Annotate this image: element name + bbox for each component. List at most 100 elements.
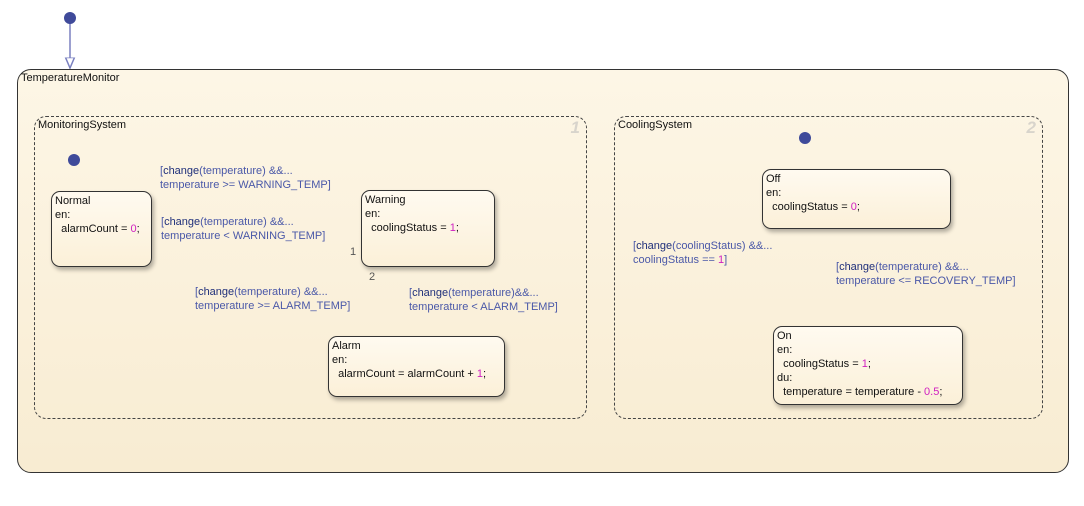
priority-warning-to-normal: 1 bbox=[350, 246, 357, 258]
label-off-to-on[interactable]: [change(coolingStatus) &&...coolingStatu… bbox=[633, 239, 772, 267]
number-literal: 0 bbox=[130, 223, 137, 235]
code-text: du: bbox=[777, 372, 793, 384]
code-line: coolingStatus = 0; bbox=[766, 200, 947, 214]
state-name: Off bbox=[766, 173, 781, 185]
code-text: ; bbox=[856, 201, 860, 213]
keyword: change bbox=[164, 216, 201, 228]
code-line: du: bbox=[777, 371, 959, 385]
keyword: change bbox=[412, 287, 449, 299]
code-text: alarmCount = alarmCount + bbox=[332, 368, 477, 380]
code-line: [change(temperature) &&... bbox=[195, 285, 350, 299]
number-literal: 1 bbox=[718, 254, 725, 266]
subchart-monitoring-system[interactable]: MonitoringSystem 1 bbox=[34, 116, 587, 419]
code-text: [ bbox=[836, 261, 840, 273]
code-text: en: bbox=[332, 354, 348, 366]
code-line: temperature >= ALARM_TEMP] bbox=[195, 299, 350, 313]
keyword: change bbox=[198, 286, 235, 298]
subchart-title: CoolingSystem bbox=[618, 119, 692, 131]
chart-title: TemperatureMonitor bbox=[21, 72, 120, 84]
code-text: temperature >= WARNING_TEMP] bbox=[160, 179, 331, 191]
state-off[interactable]: Off en: coolingStatus = 0; bbox=[762, 169, 951, 229]
priority-warning-to-alarm: 2 bbox=[369, 271, 376, 283]
code-text: temperature = temperature - bbox=[777, 386, 925, 398]
code-line: coolingStatus = 1; bbox=[777, 357, 959, 371]
label-warning-to-normal[interactable]: [change(temperature) &&...temperature < … bbox=[161, 215, 325, 243]
code-line: [change(temperature) &&... bbox=[836, 260, 1016, 274]
code-text: [ bbox=[409, 287, 413, 299]
number-literal: 0 bbox=[850, 201, 857, 213]
code-text: (temperature) &&... bbox=[199, 165, 293, 177]
code-text: ; bbox=[939, 386, 943, 398]
number-literal: 1 bbox=[476, 368, 484, 380]
code-text: ; bbox=[867, 358, 871, 370]
state-name: Normal bbox=[55, 195, 91, 207]
code-text: [ bbox=[161, 216, 165, 228]
code-text: (temperature)&&... bbox=[448, 287, 539, 299]
code-line: alarmCount = alarmCount + 1; bbox=[332, 367, 501, 381]
code-text: en: bbox=[55, 209, 71, 221]
code-text: (coolingStatus) &&... bbox=[672, 240, 773, 252]
state-name: Alarm bbox=[332, 340, 361, 352]
code-line: en: bbox=[766, 186, 947, 200]
default-transition-dot[interactable] bbox=[68, 154, 80, 166]
code-text: coolingStatus = bbox=[365, 222, 450, 234]
code-text: en: bbox=[365, 208, 381, 220]
code-text: ; bbox=[483, 368, 487, 380]
state-name: Warning bbox=[365, 194, 406, 206]
label-normal-to-warning[interactable]: [change(temperature) &&...temperature >=… bbox=[160, 164, 331, 192]
number-literal: 1 bbox=[861, 358, 868, 370]
code-text: temperature >= ALARM_TEMP] bbox=[195, 300, 351, 312]
code-line: [change(temperature) &&... bbox=[161, 215, 325, 229]
state-warning[interactable]: Warning en: coolingStatus = 1; bbox=[361, 190, 495, 267]
code-line: [change(coolingStatus) &&... bbox=[633, 239, 772, 253]
code-line: en: bbox=[777, 343, 959, 357]
state-name: On bbox=[777, 330, 792, 342]
code-text: [ bbox=[195, 286, 199, 298]
code-text: (temperature) &&... bbox=[200, 216, 294, 228]
code-line: coolingStatus == 1] bbox=[633, 253, 772, 267]
number-literal: 1 bbox=[449, 222, 456, 234]
code-line: [change(temperature) &&... bbox=[160, 164, 331, 178]
chart-temperature-monitor[interactable]: TemperatureMonitor bbox=[17, 69, 1069, 473]
label-warning-to-alarm[interactable]: [change(temperature) &&...temperature >=… bbox=[195, 285, 350, 313]
code-line: temperature <= RECOVERY_TEMP] bbox=[836, 274, 1016, 288]
code-text: (temperature) &&... bbox=[875, 261, 969, 273]
code-text: coolingStatus == bbox=[633, 254, 719, 266]
code-line: en: bbox=[55, 208, 148, 222]
execution-order: 2 bbox=[1026, 118, 1036, 137]
code-text: [ bbox=[633, 240, 637, 252]
default-transition-dot[interactable] bbox=[64, 12, 76, 24]
subchart-cooling-system[interactable]: CoolingSystem 2 bbox=[614, 116, 1043, 419]
code-text: temperature < WARNING_TEMP] bbox=[161, 230, 326, 242]
code-line: en: bbox=[365, 207, 491, 221]
keyword: change bbox=[636, 240, 673, 252]
code-text: [ bbox=[160, 165, 164, 177]
code-line: [change(temperature)&&... bbox=[409, 286, 558, 300]
code-text: temperature <= RECOVERY_TEMP] bbox=[836, 275, 1016, 287]
code-text: en: bbox=[766, 187, 782, 199]
execution-order: 1 bbox=[570, 118, 580, 137]
code-text: en: bbox=[777, 344, 793, 356]
state-normal[interactable]: Normal en: alarmCount = 0; bbox=[51, 191, 152, 267]
label-on-to-off[interactable]: [change(temperature) &&...temperature <=… bbox=[836, 260, 1016, 288]
code-line: alarmCount = 0; bbox=[55, 222, 148, 236]
default-transition-dot[interactable] bbox=[799, 132, 811, 144]
code-line: temperature >= WARNING_TEMP] bbox=[160, 178, 331, 192]
code-line: temperature = temperature - 0.5; bbox=[777, 385, 959, 399]
code-line: temperature < WARNING_TEMP] bbox=[161, 229, 325, 243]
state-alarm[interactable]: Alarm en: alarmCount = alarmCount + 1; bbox=[328, 336, 505, 397]
code-text: temperature < ALARM_TEMP] bbox=[409, 301, 558, 313]
code-text: (temperature) &&... bbox=[234, 286, 328, 298]
number-literal: 0.5 bbox=[924, 386, 940, 398]
code-line: coolingStatus = 1; bbox=[365, 221, 491, 235]
keyword: change bbox=[839, 261, 876, 273]
code-text: alarmCount = bbox=[55, 223, 131, 235]
subchart-title: MonitoringSystem bbox=[38, 119, 127, 131]
label-alarm-to-warning[interactable]: [change(temperature)&&...temperature < A… bbox=[409, 286, 558, 314]
code-text: coolingStatus = bbox=[766, 201, 851, 213]
code-line: temperature < ALARM_TEMP] bbox=[409, 300, 558, 314]
code-text: ; bbox=[455, 222, 459, 234]
code-text: coolingStatus = bbox=[777, 358, 862, 370]
